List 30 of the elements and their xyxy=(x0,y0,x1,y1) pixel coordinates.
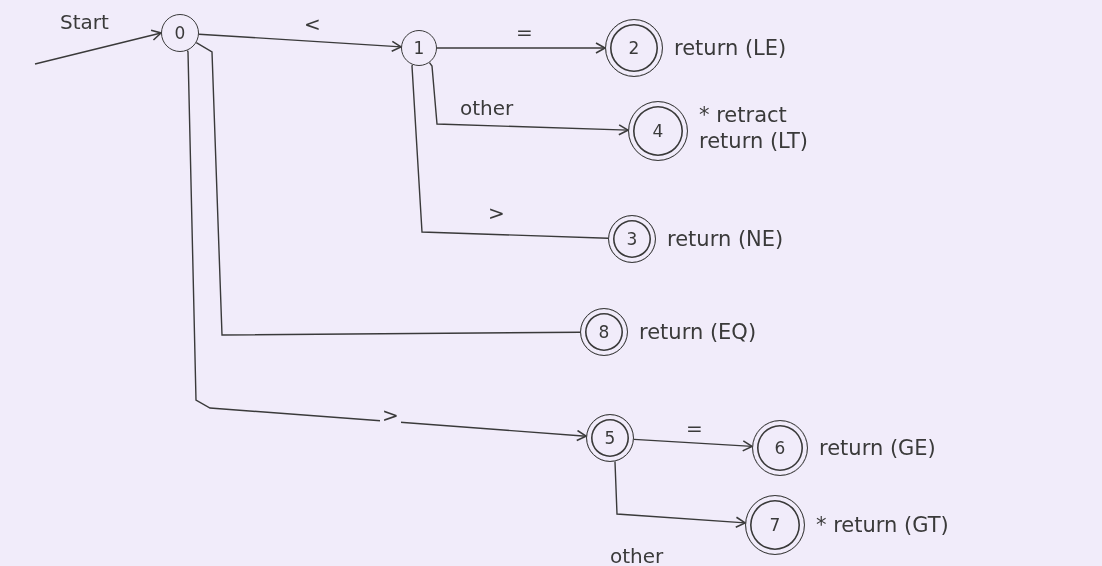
transition-arrow xyxy=(198,33,402,53)
state-circle xyxy=(401,30,437,66)
action-text: return (EQ) xyxy=(639,318,757,346)
action-text: * retract return (LT) xyxy=(699,102,809,155)
accepting-state-circle xyxy=(586,414,634,462)
state-number: 3 xyxy=(626,230,638,248)
transition-arrow xyxy=(428,61,629,136)
edge-label: Start xyxy=(58,12,111,32)
transition-arrow xyxy=(186,49,587,442)
transition-arrow xyxy=(34,29,162,65)
transition-arrow xyxy=(614,460,746,529)
transition-line xyxy=(195,42,581,336)
state-number: 5 xyxy=(604,429,616,447)
state-number: 1 xyxy=(413,39,425,57)
edge-label: other xyxy=(608,546,666,566)
action-text: return (NE) xyxy=(667,225,784,253)
action-text: return (LE) xyxy=(674,34,787,62)
state-number: 4 xyxy=(652,122,664,140)
state-number: 2 xyxy=(628,39,640,57)
state-number: 0 xyxy=(174,24,186,42)
action-text: * return (GT) xyxy=(816,511,949,539)
transition-arrow xyxy=(633,438,753,452)
edge-label: other xyxy=(458,98,516,118)
state-circle xyxy=(161,14,199,52)
transition-arrow xyxy=(436,42,606,54)
state-number: 8 xyxy=(598,323,610,341)
state-number: 6 xyxy=(774,439,786,457)
transition-line xyxy=(411,64,609,239)
action-text: return (GE) xyxy=(819,434,936,462)
state-number: 7 xyxy=(769,516,781,534)
